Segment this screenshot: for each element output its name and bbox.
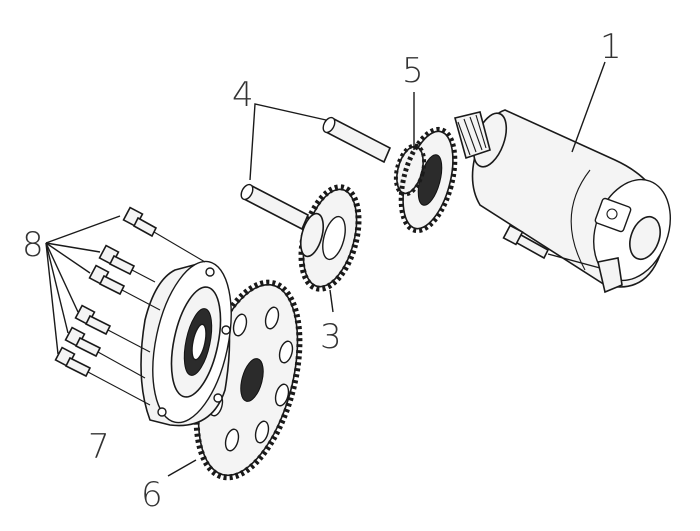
part-8-screws bbox=[54, 206, 206, 406]
gear-5-teeth bbox=[393, 126, 458, 234]
callout-7: 7 bbox=[88, 427, 110, 467]
motor-bolt bbox=[502, 224, 601, 269]
part-3-gear bbox=[298, 184, 362, 292]
pin-lower bbox=[240, 183, 310, 231]
part-5-double-gear bbox=[393, 126, 458, 234]
screw bbox=[98, 244, 156, 283]
callout-3: 3 bbox=[320, 317, 342, 357]
motor-pinion-teeth bbox=[457, 114, 487, 156]
part-7-housing bbox=[140, 260, 232, 427]
callout-8: 8 bbox=[22, 225, 44, 265]
callout-5: 5 bbox=[402, 51, 424, 91]
leader-lines bbox=[45, 61, 606, 477]
screw bbox=[88, 264, 161, 311]
screw bbox=[74, 304, 151, 353]
part-4-pins bbox=[240, 116, 392, 231]
screw bbox=[122, 206, 206, 263]
housing-bolt-holes bbox=[157, 267, 231, 417]
callout-1: 1 bbox=[600, 27, 622, 67]
pin-upper bbox=[322, 116, 392, 164]
callout-4: 4 bbox=[232, 75, 254, 115]
part-1-motor bbox=[454, 109, 671, 294]
callout-6: 6 bbox=[141, 475, 163, 515]
screw bbox=[64, 326, 146, 379]
screw bbox=[54, 346, 151, 406]
callout-labels: 1 3 4 5 6 7 8 bbox=[22, 27, 622, 515]
